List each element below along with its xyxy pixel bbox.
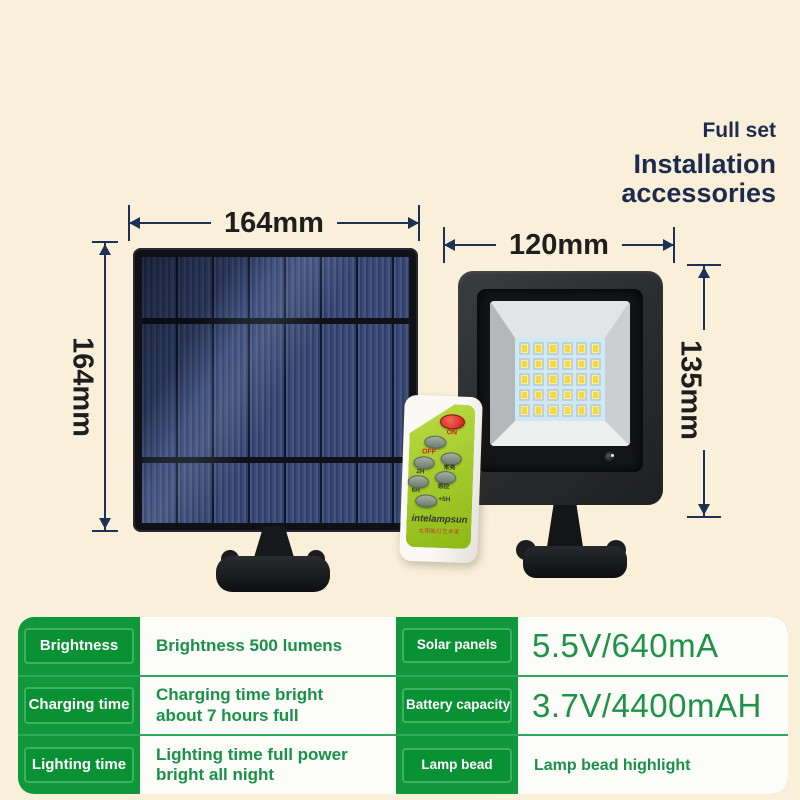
dim-light-height-label: 135mm bbox=[671, 330, 709, 450]
table-row: Brightness Brightness 500 lumens bbox=[18, 617, 396, 677]
flood-light-image bbox=[458, 271, 663, 505]
table-row: Lighting time Lighting time full power b… bbox=[18, 736, 396, 794]
flood-light-reflector bbox=[490, 301, 630, 446]
dim-tick bbox=[687, 264, 721, 266]
header: Full set Installation accessories bbox=[546, 119, 776, 208]
led-chip bbox=[575, 388, 587, 402]
dim-tick bbox=[418, 205, 420, 241]
table-row: Charging time Charging time bright about… bbox=[18, 676, 396, 737]
led-chip bbox=[575, 404, 587, 417]
led-chip bbox=[575, 342, 587, 355]
led-chip bbox=[561, 388, 573, 402]
dim-arrow-up-icon bbox=[698, 267, 710, 278]
spec-value: Brightness 500 lumens bbox=[140, 617, 396, 675]
full-set-label: Full set bbox=[702, 119, 776, 142]
remote-6h-label: 6H bbox=[411, 486, 421, 495]
spec-table-left: Brightness Brightness 500 lumens Chargin… bbox=[18, 617, 396, 794]
led-chip bbox=[533, 357, 545, 371]
led-chip bbox=[589, 373, 601, 386]
led-chip bbox=[519, 357, 531, 371]
led-chip bbox=[533, 342, 545, 355]
dim-line bbox=[104, 243, 106, 530]
light-sensor-dot bbox=[605, 452, 615, 462]
remote-control: ON OFF 2H 常亮 6H 感应 +5H intelampsun 太阳能灯艺… bbox=[399, 394, 483, 564]
led-chip bbox=[533, 404, 545, 417]
led-chip bbox=[589, 404, 601, 417]
spec-label-chip: Lamp bead bbox=[402, 747, 512, 783]
spec-label-chip: Solar panels bbox=[402, 628, 512, 664]
dim-tick bbox=[92, 530, 118, 532]
led-chip bbox=[561, 404, 573, 417]
light-mount-arm bbox=[547, 505, 583, 547]
spec-label-chip: Charging time bbox=[24, 687, 134, 724]
dim-light-width-label: 120mm bbox=[509, 228, 609, 261]
table-row: Battery capacity 3.7V/4400mAH bbox=[396, 676, 788, 737]
led-chip bbox=[561, 357, 573, 371]
led-chip bbox=[533, 388, 545, 402]
dim-solar-width: 164mm bbox=[128, 205, 420, 241]
table-row: Solar panels 5.5V/640mA bbox=[396, 617, 788, 677]
spec-value: Lamp bead highlight bbox=[518, 736, 788, 794]
dim-arrow-right-icon bbox=[336, 217, 420, 229]
dim-tick bbox=[673, 227, 675, 263]
dim-arrow-left-icon bbox=[128, 217, 212, 229]
solar-mount-base bbox=[216, 556, 330, 592]
dim-tick bbox=[687, 516, 721, 518]
remote-mode2-label: 感应 bbox=[437, 483, 450, 491]
spec-label-chip: Battery capacity bbox=[402, 688, 512, 723]
spec-value: 5.5V/640mA bbox=[518, 617, 788, 675]
spec-table-right: Solar panels 5.5V/640mA Battery capacity… bbox=[396, 617, 788, 794]
solar-panel-image bbox=[133, 248, 418, 532]
remote-5h-label: +5H bbox=[438, 495, 451, 504]
led-chip bbox=[519, 373, 531, 386]
led-chip bbox=[575, 357, 587, 371]
dim-arrow-down-icon bbox=[99, 518, 111, 529]
led-chip bbox=[589, 342, 601, 355]
led-chip bbox=[547, 388, 559, 402]
dim-solar-height-label: 164mm bbox=[63, 327, 101, 447]
led-chip bbox=[519, 404, 531, 417]
led-chip bbox=[547, 357, 559, 371]
solar-reflection bbox=[142, 257, 409, 523]
remote-off-label: OFF bbox=[421, 448, 437, 456]
led-chip bbox=[575, 373, 587, 386]
led-chip bbox=[561, 342, 573, 355]
dim-arrow-left-icon bbox=[443, 239, 497, 251]
dim-arrow-up-icon bbox=[99, 244, 111, 255]
dim-tick bbox=[92, 241, 118, 243]
spec-value: Charging time bright about 7 hours full bbox=[140, 676, 396, 735]
led-chip bbox=[547, 373, 559, 386]
dim-light-width: 120mm bbox=[443, 227, 675, 263]
solar-cells bbox=[142, 257, 409, 523]
remote-on-label: ON bbox=[446, 429, 458, 437]
dim-solar-width-label: 164mm bbox=[224, 206, 324, 239]
spec-value: Lighting time full power bright all nigh… bbox=[140, 736, 396, 794]
spec-label-chip: Brightness bbox=[24, 627, 134, 665]
light-mount-base bbox=[523, 546, 627, 578]
led-chip bbox=[589, 357, 601, 371]
led-chip bbox=[519, 342, 531, 355]
led-chip bbox=[547, 342, 559, 355]
page-title: Installation accessories bbox=[621, 149, 776, 208]
led-chip bbox=[561, 373, 573, 386]
led-chip bbox=[533, 373, 545, 386]
spec-value: 3.7V/4400mAH bbox=[518, 676, 788, 735]
led-panel bbox=[515, 338, 605, 421]
led-chip bbox=[547, 404, 559, 417]
led-chip bbox=[589, 388, 601, 402]
dim-arrow-right-icon bbox=[621, 239, 675, 251]
spec-label-chip: Lighting time bbox=[24, 746, 134, 784]
table-row: Lamp bead Lamp bead highlight bbox=[396, 736, 788, 794]
dim-arrow-down-icon bbox=[698, 504, 710, 515]
led-chip bbox=[519, 388, 531, 402]
